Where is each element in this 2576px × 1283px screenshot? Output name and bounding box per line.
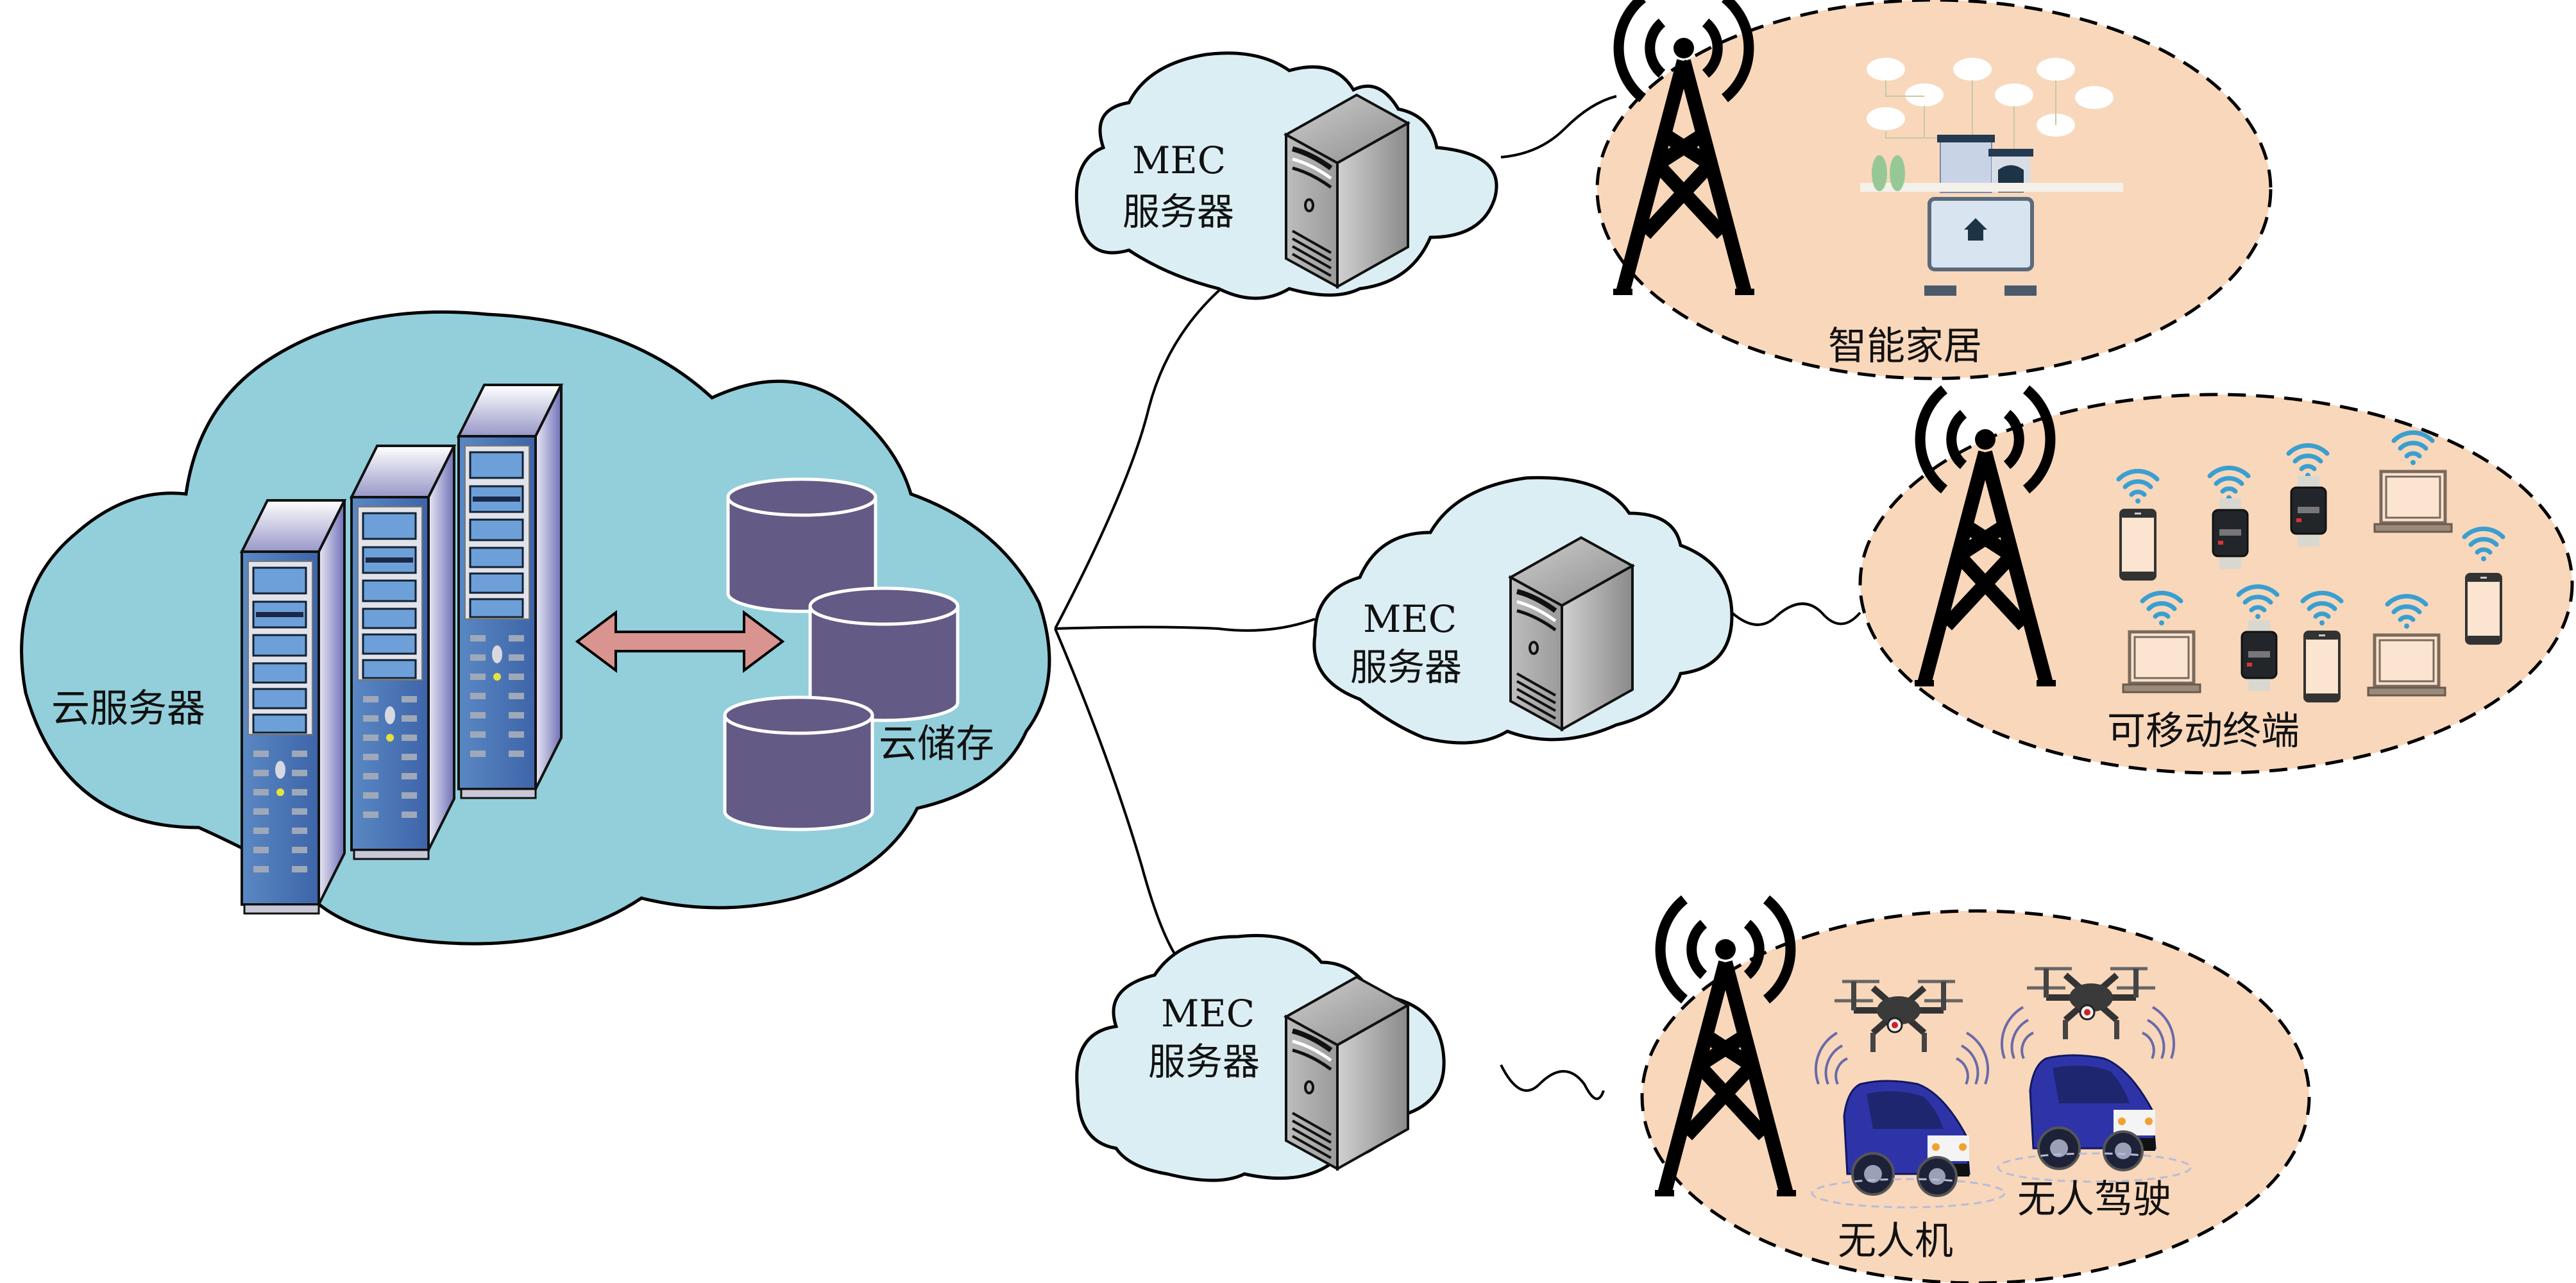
mec-node-bottom: MEC 服务器 xyxy=(1075,933,1446,1182)
mec-label-line2: 服务器 xyxy=(1350,645,1462,689)
smartphone-icon xyxy=(2303,631,2341,702)
smartphone-icon xyxy=(2119,509,2157,581)
server-rack-icon xyxy=(241,499,346,915)
mec-server-icon xyxy=(1511,538,1632,729)
iot-cloud-icon xyxy=(2075,86,2114,109)
mec-label-line2: 服务器 xyxy=(1148,1040,1260,1083)
laptop-icon xyxy=(2368,635,2445,695)
link-mec-middle-to-tower xyxy=(1731,602,1861,626)
server-rack-icon xyxy=(457,384,563,799)
zone-boundary xyxy=(1640,909,2311,1283)
smartphone-icon xyxy=(2465,573,2502,645)
link-cloud-to-mec-middle xyxy=(1055,618,1316,632)
mec-label-line2: 服务器 xyxy=(1123,190,1234,234)
zone-label: 可移动终端 xyxy=(2107,709,2300,754)
iot-cloud-icon xyxy=(1867,107,1905,130)
link-mec-top-to-tower xyxy=(1500,95,1617,158)
iot-cloud-icon xyxy=(1867,58,1905,81)
cloud-storage-label: 云储存 xyxy=(879,722,994,767)
mec-node-middle: MEC 服务器 xyxy=(1312,476,1734,745)
bidirectional-arrow-icon xyxy=(575,610,785,673)
laptop-icon xyxy=(2375,472,2452,532)
mec-server-icon xyxy=(1286,977,1408,1169)
iot-cloud-icon xyxy=(1905,83,1944,106)
zone-label: 智能家居 xyxy=(1828,324,1982,369)
link-cloud-to-mec-bottom xyxy=(1054,628,1182,964)
home-icon xyxy=(1964,218,1987,241)
mec-label-line1: MEC xyxy=(1161,992,1255,1035)
mec-node-top: MEC 服务器 xyxy=(1074,51,1498,300)
server-rack-icon xyxy=(350,445,455,860)
database-cylinder-icon xyxy=(725,697,872,829)
zone-mobile-terminals: 可移动终端 xyxy=(1858,389,2574,775)
zone-label-uav: 无人机 xyxy=(1838,1219,1953,1264)
mec-label-line1: MEC xyxy=(1363,597,1457,641)
cloud-data-center: 云服务器 云储存 xyxy=(20,310,1051,946)
mec-server-icon xyxy=(1286,95,1408,287)
zone-uav-autonomous: 无人机 无人驾驶 xyxy=(1640,899,2311,1283)
laptop-icon xyxy=(2123,632,2200,692)
cloud-server-label: 云服务器 xyxy=(51,686,205,731)
iot-cloud-icon xyxy=(1995,83,2033,106)
zone-label-autonomous-driving: 无人驾驶 xyxy=(2017,1177,2171,1222)
smart-home-illustration xyxy=(1860,58,2123,296)
iot-cloud-icon xyxy=(1953,58,1992,81)
zone-smart-home: 智能家居 xyxy=(1595,0,2273,380)
connection-lines xyxy=(1054,95,1861,1100)
link-cloud-to-mec-top xyxy=(1054,281,1230,629)
iot-cloud-icon xyxy=(2037,58,2075,81)
link-mec-bottom-to-tower xyxy=(1500,1064,1605,1100)
mec-label-line1: MEC xyxy=(1132,139,1226,182)
